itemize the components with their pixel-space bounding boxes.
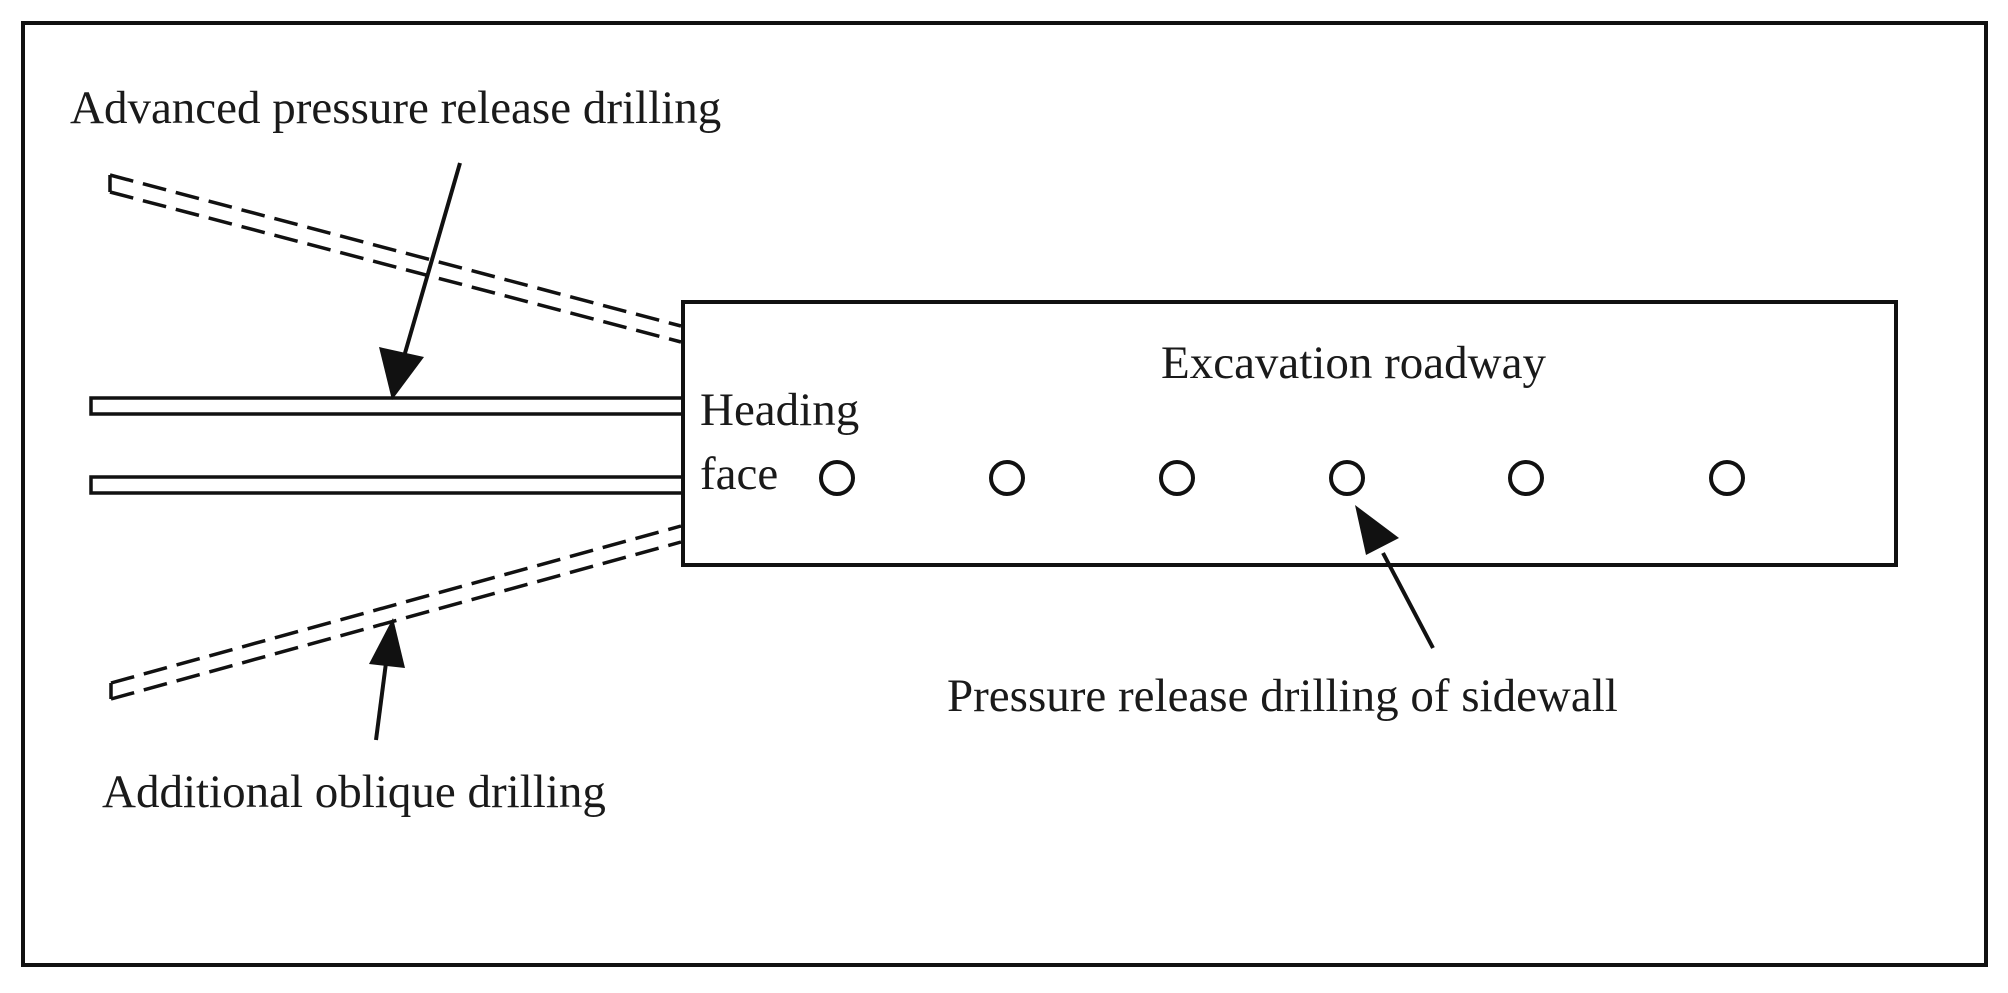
- advanced-drill-hole-upper: [89, 396, 685, 416]
- sidewall-hole: [1329, 460, 1365, 496]
- label-face: face: [700, 448, 778, 500]
- label-advanced-drilling: Advanced pressure release drilling: [70, 82, 721, 134]
- arrow-oblique-drilling: [369, 618, 405, 741]
- label-heading: Heading: [700, 384, 859, 436]
- label-oblique-drilling: Additional oblique drilling: [102, 766, 606, 818]
- sidewall-hole: [1709, 460, 1745, 496]
- arrow-sidewall-drilling: [1355, 505, 1435, 649]
- sidewall-hole: [1508, 460, 1544, 496]
- label-excavation-roadway: Excavation roadway: [1161, 337, 1546, 389]
- outer-frame: [21, 21, 1988, 967]
- sidewall-hole: [819, 460, 855, 496]
- arrow-advanced-drilling: [379, 162, 462, 400]
- oblique-drill-hole-lower: [109, 524, 682, 701]
- sidewall-hole: [989, 460, 1025, 496]
- oblique-drill-hole-upper: [108, 173, 682, 344]
- sidewall-hole: [1159, 460, 1195, 496]
- sidewall-holes: [819, 460, 1745, 496]
- advanced-drill-hole-lower: [89, 475, 685, 495]
- excavation-roadway-rect: [681, 300, 1898, 567]
- label-sidewall-drilling: Pressure release drilling of sidewall: [947, 670, 1618, 722]
